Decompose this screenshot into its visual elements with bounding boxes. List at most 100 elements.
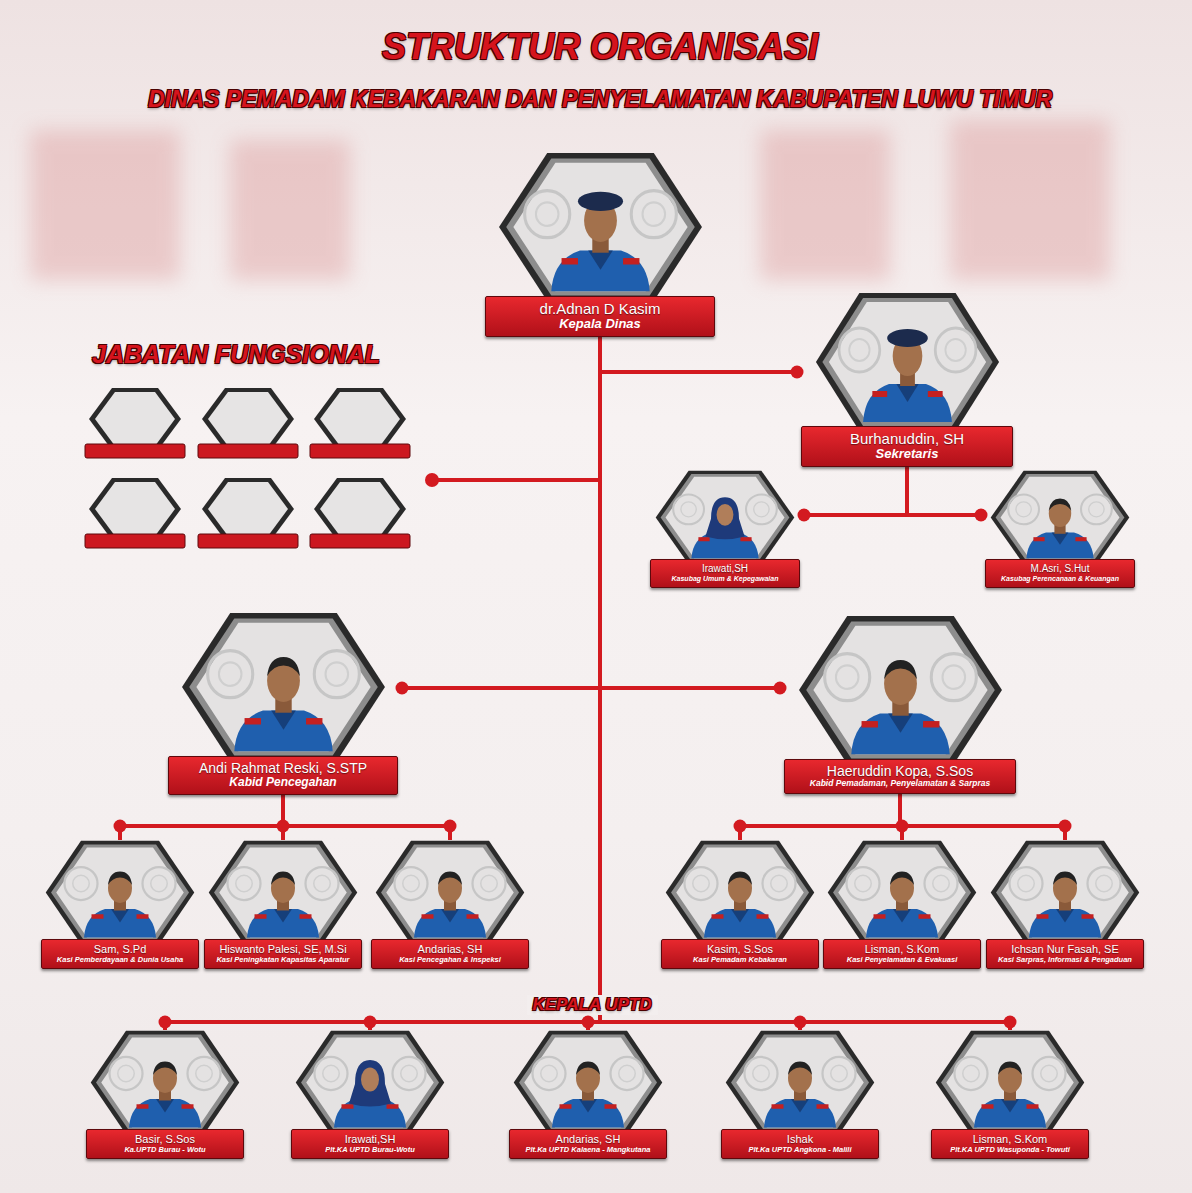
ornament bbox=[403, 875, 420, 892]
epaulette bbox=[137, 914, 149, 919]
frame-outer bbox=[91, 1031, 240, 1135]
ornament bbox=[1010, 867, 1043, 900]
ornament bbox=[847, 867, 880, 900]
connector bbox=[364, 337, 601, 1030]
person-name: M.Asri, S.Hut bbox=[991, 563, 1129, 575]
portrait-frame bbox=[798, 615, 1003, 765]
ornament bbox=[236, 875, 253, 892]
connector bbox=[159, 337, 601, 1030]
junction-dot bbox=[159, 1016, 172, 1029]
person-card: Lisman, S.KomKasi Penyelamatan & Evakuas… bbox=[823, 840, 981, 969]
person-name: Andarias, SH bbox=[515, 1133, 661, 1146]
hijab bbox=[705, 497, 744, 539]
collar bbox=[111, 909, 129, 923]
frame-mid bbox=[506, 158, 695, 295]
ornament bbox=[1041, 1065, 1058, 1082]
uniform bbox=[247, 909, 319, 938]
chart-title: STRUKTUR ORGANISASI bbox=[382, 26, 818, 68]
frame-outer bbox=[209, 841, 358, 945]
ornament bbox=[315, 1057, 348, 1090]
beret bbox=[887, 329, 928, 347]
epaulette bbox=[422, 914, 434, 919]
ornament bbox=[945, 339, 965, 361]
hijab bbox=[349, 1060, 391, 1107]
position-title: Kasi Sarpras, Informasi & Pengaduan bbox=[992, 956, 1138, 965]
position-title: Plt.KA UPTD Wasuponda - Towuti bbox=[937, 1146, 1083, 1155]
frame-mid bbox=[941, 1035, 1079, 1131]
connector-line bbox=[900, 794, 1065, 840]
name-ribbon: Ichsan Nur Fasah, SEKasi Sarpras, Inform… bbox=[986, 939, 1144, 969]
ornament bbox=[631, 191, 676, 238]
collar bbox=[888, 714, 913, 733]
name-ribbon: Irawati,SHKasubag Umum & Kepegawaian bbox=[650, 559, 800, 588]
position-title: Kabid Pencegahan bbox=[174, 776, 392, 790]
hair bbox=[884, 660, 917, 679]
uniform bbox=[551, 251, 649, 292]
epaulette bbox=[982, 1104, 994, 1109]
subtitle: DINAS PEMADAM KEBAKARAN DAN PENYELAMATAN… bbox=[148, 86, 1052, 113]
ornament bbox=[473, 867, 506, 900]
hair bbox=[998, 1062, 1022, 1076]
connector bbox=[582, 337, 601, 1030]
epaulette bbox=[560, 1104, 572, 1109]
epaulette bbox=[137, 1104, 149, 1109]
uniform bbox=[84, 909, 156, 938]
position-title: Kepala Dinas bbox=[491, 317, 709, 332]
ornament bbox=[1008, 494, 1039, 524]
ornament bbox=[611, 1057, 644, 1090]
hair bbox=[576, 1062, 600, 1076]
connector bbox=[900, 794, 1072, 840]
connector bbox=[114, 795, 284, 840]
person-name: Lisman, S.Kom bbox=[829, 943, 975, 956]
epaulette bbox=[712, 914, 724, 919]
functional-post-slots bbox=[85, 388, 410, 548]
junction-dot bbox=[396, 682, 409, 695]
name-ribbon: Andi Rahmat Reski, S.STPKabid Pencegahan bbox=[168, 756, 398, 795]
junction-dot bbox=[975, 509, 988, 522]
frame-outer bbox=[656, 471, 795, 565]
frame-inner bbox=[219, 848, 347, 938]
frame-outer bbox=[666, 841, 815, 945]
ornament bbox=[401, 1065, 418, 1082]
position-title: Kasi Penyelamatan & Evakuasi bbox=[829, 956, 975, 965]
position-title: Kasubag Perencanaan & Keuangan bbox=[991, 575, 1129, 583]
portrait-frame bbox=[498, 152, 703, 302]
person-card: IshakPlt.Ka UPTD Angkona - Malili bbox=[721, 1030, 879, 1159]
position-title: Kasubag Umum & Kepegawaian bbox=[656, 575, 794, 583]
ornament bbox=[207, 651, 252, 698]
section-heading: KEPALA UPTD bbox=[527, 995, 658, 1015]
frame-outer bbox=[376, 841, 525, 945]
portrait-frame bbox=[655, 470, 795, 565]
name-ribbon: Lisman, S.KomPlt.KA UPTD Wasuponda - Tow… bbox=[931, 1129, 1089, 1159]
junction-dot bbox=[444, 820, 457, 833]
ornament bbox=[393, 1057, 426, 1090]
frame-mid bbox=[822, 298, 992, 426]
position-title: Kasi Peningkatan Kapasitas Aparatur bbox=[210, 956, 356, 965]
connector-line bbox=[120, 795, 283, 840]
uniform bbox=[1026, 532, 1093, 558]
collar bbox=[896, 384, 918, 402]
epaulette bbox=[92, 914, 104, 919]
hair bbox=[438, 872, 462, 886]
person-name: Sam, S.Pd bbox=[47, 943, 193, 956]
ornament bbox=[955, 1057, 988, 1090]
portrait-frame bbox=[990, 840, 1140, 945]
person-card: M.Asri, S.HutKasubag Perencanaan & Keuan… bbox=[985, 470, 1135, 588]
frame-inner bbox=[101, 1038, 229, 1128]
empty-post bbox=[310, 388, 410, 458]
person-name: Ichsan Nur Fasah, SE bbox=[992, 943, 1138, 956]
ornament bbox=[942, 665, 965, 689]
portrait-frame bbox=[208, 840, 358, 945]
uniform bbox=[552, 1099, 624, 1128]
frame-inner bbox=[666, 477, 785, 558]
empty-post bbox=[85, 478, 185, 548]
epaulette bbox=[874, 914, 886, 919]
ornament bbox=[745, 1057, 778, 1090]
portrait-frame bbox=[725, 1030, 875, 1135]
ornament bbox=[642, 202, 665, 226]
uniform bbox=[234, 711, 332, 752]
position-title: Ka.UPTD Burau - Wotu bbox=[92, 1146, 238, 1155]
position-title: Kasi Pencegahan & Inspeksi bbox=[377, 956, 523, 965]
person-name: Irawati,SH bbox=[297, 1133, 443, 1146]
epaulette bbox=[342, 1104, 354, 1109]
